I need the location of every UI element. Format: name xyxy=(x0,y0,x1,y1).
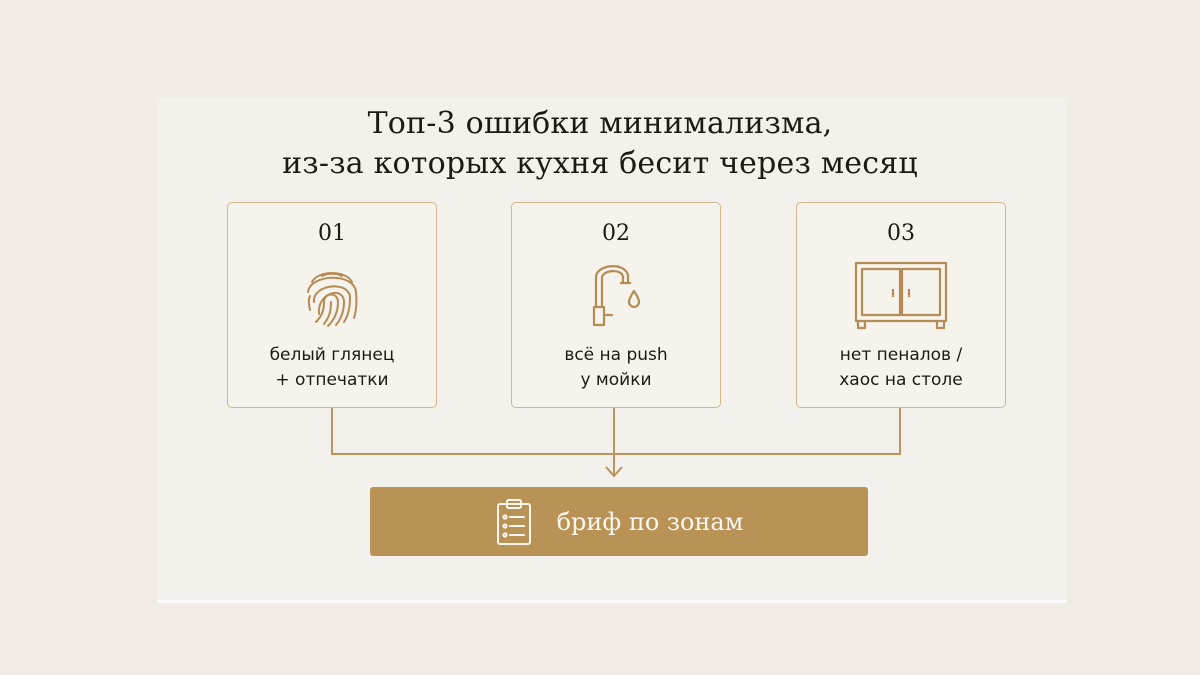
faucet-icon xyxy=(566,259,666,331)
card-label-line-1: белый глянец xyxy=(269,345,395,365)
card-number: 03 xyxy=(887,221,915,246)
title-line-2: из-за которых кухня бесит через месяц xyxy=(282,146,918,181)
title-line-1: Топ-3 ошибки минимализма, xyxy=(367,106,833,141)
fingerprint-icon xyxy=(282,259,382,331)
card-label: белый глянец + отпечатки xyxy=(228,343,436,393)
card-number: 01 xyxy=(318,221,346,246)
card-label: нет пеналов / хаос на столе xyxy=(797,343,1005,393)
cta-label: бриф по зонам xyxy=(556,507,744,536)
card-label-line-2: + отпечатки xyxy=(275,370,389,390)
brief-by-zones-button[interactable]: бриф по зонам xyxy=(370,487,868,556)
clipboard-checklist-icon xyxy=(495,498,533,546)
card-label-line-1: всё на push xyxy=(564,345,668,365)
card-label: всё на push у мойки xyxy=(512,343,720,393)
card-label-line-1: нет пеналов / xyxy=(839,345,963,365)
cabinet-icon xyxy=(851,259,951,331)
mistake-card-3: 03 нет пеналов / хаос на столе xyxy=(796,202,1006,408)
mistake-card-2: 02 всё на push у мойки xyxy=(511,202,721,408)
card-label-line-2: хаос на столе xyxy=(839,370,963,390)
card-number: 02 xyxy=(602,221,630,246)
card-label-line-2: у мойки xyxy=(580,370,652,390)
page-title: Топ-3 ошибки минимализма, из-за которых … xyxy=(0,104,1200,184)
mistake-card-1: 01 белый глянец + отпечатки xyxy=(227,202,437,408)
